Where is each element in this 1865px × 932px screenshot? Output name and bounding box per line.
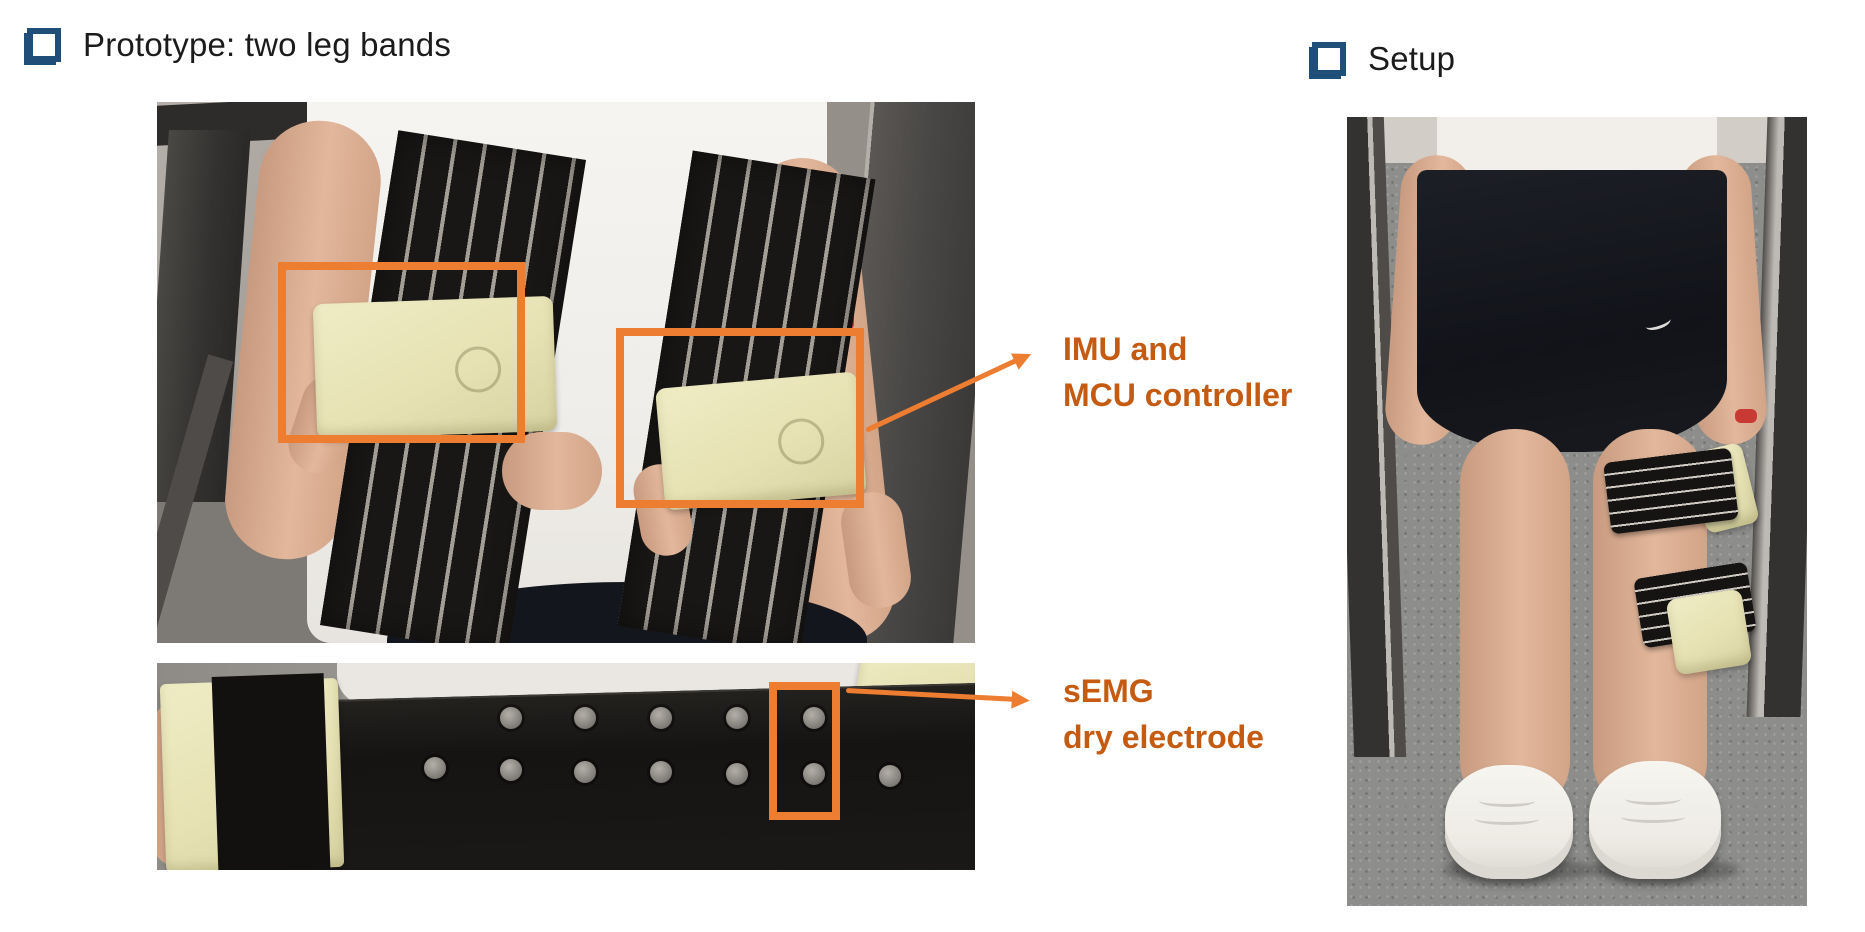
sneaker-right (1589, 761, 1721, 879)
left-leg (1460, 429, 1570, 815)
shoe-lace (1625, 793, 1681, 805)
red-bracelet (1735, 409, 1757, 423)
electrode-dot (650, 707, 672, 729)
bullet-square-icon (27, 28, 61, 62)
electrode-dot (500, 707, 522, 729)
electrode-dot (574, 707, 596, 729)
callout-imu-line1: IMU and (1063, 331, 1188, 367)
shoe-lace (1479, 795, 1535, 807)
right-title-row: Setup (1312, 40, 1455, 78)
callout-imu-line2: MCU controller (1063, 377, 1293, 413)
electrode-dot (574, 761, 596, 783)
highlight-box-left-controller (278, 262, 525, 443)
shoe-lace (1475, 813, 1539, 825)
sneaker-left (1445, 765, 1573, 879)
electrode-dot (650, 761, 672, 783)
electrode-dot (424, 757, 446, 779)
electrode-dot (879, 765, 901, 787)
left-hand-fingers (502, 432, 602, 510)
callout-semg-line2: dry electrode (1063, 719, 1264, 755)
photo-setup-person (1347, 117, 1807, 906)
electrode-dot (726, 763, 748, 785)
shoe-lace (1621, 811, 1685, 823)
callout-semg-text: sEMG dry electrode (1063, 668, 1264, 760)
callout-semg-line1: sEMG (1063, 673, 1154, 709)
calf-controller-box (1665, 588, 1753, 676)
velcro-strap (211, 673, 331, 870)
electrode-dot (803, 763, 825, 785)
highlight-box-electrode (769, 682, 840, 820)
black-shorts (1417, 170, 1727, 452)
highlight-box-right-controller (616, 328, 864, 508)
photo-electrode-band (157, 663, 975, 870)
callout-imu-text: IMU and MCU controller (1063, 326, 1292, 418)
bullet-square-icon (1312, 42, 1346, 76)
left-title-row: Prototype: two leg bands (27, 26, 451, 64)
electrode-dot (803, 707, 825, 729)
photo-prototype-bands (157, 102, 975, 643)
electrode-dot (500, 759, 522, 781)
page-title: Prototype: two leg bands (83, 26, 452, 63)
setup-title: Setup (1368, 40, 1456, 77)
electrode-dot (726, 707, 748, 729)
